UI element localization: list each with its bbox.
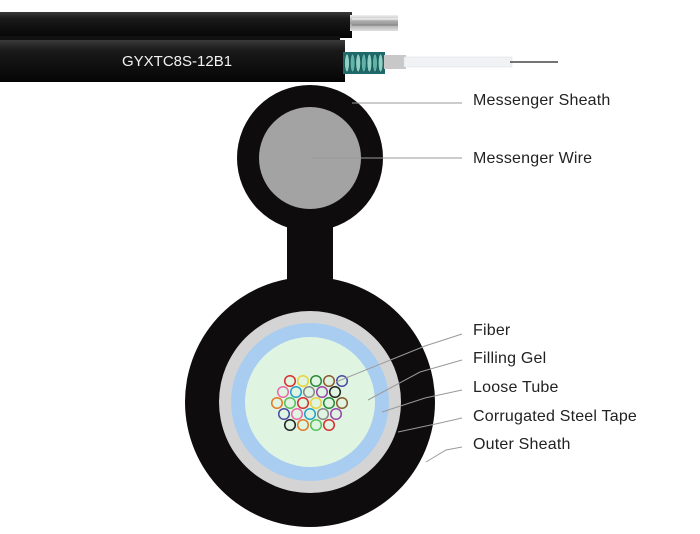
main-jacket-strip	[0, 40, 345, 82]
leader-fiber	[335, 333, 463, 383]
tape-ridge	[344, 53, 350, 73]
fiber-ring	[335, 374, 349, 388]
label-filling-gel: Filling Gel	[473, 350, 547, 367]
fiber-ring	[309, 418, 323, 432]
fiber-ring	[296, 396, 310, 410]
fiber-ring	[289, 385, 303, 399]
fiber-ring	[309, 396, 323, 410]
fiber-ring	[290, 407, 304, 421]
tape-ridge	[361, 53, 367, 73]
label-loose-tube: Loose Tube	[473, 379, 559, 396]
fiber-ring	[283, 374, 297, 388]
leader-lines	[312, 102, 463, 463]
label-corrugated-steel-tape: Corrugated Steel Tape	[473, 408, 638, 425]
fiber-ring	[322, 396, 336, 410]
label-messenger-wire: Messenger Wire	[473, 150, 593, 167]
fiber-ring	[302, 385, 316, 399]
cross-section	[185, 85, 435, 527]
fiber-ring	[296, 374, 310, 388]
fiber-ring	[329, 407, 343, 421]
leader-steel-tape	[397, 417, 463, 433]
fiber-ring	[309, 374, 323, 388]
leader-filling-gel	[367, 359, 463, 401]
messenger-wire-shape	[259, 107, 361, 209]
fiber-ring	[277, 407, 291, 421]
cable-photo: GYXTC8S-12B1	[0, 12, 558, 82]
fiber-ring	[322, 374, 336, 388]
fiber-ring	[303, 407, 317, 421]
label-fiber: Fiber	[473, 322, 511, 339]
web-strip	[0, 36, 340, 42]
label-messenger-sheath: Messenger Sheath	[473, 92, 611, 109]
fiber-ring	[328, 385, 342, 399]
tape-ridge	[355, 53, 361, 73]
leader-loose-tube	[381, 389, 463, 413]
filling-gel-shape	[245, 337, 375, 467]
label-outer-sheath: Outer Sheath	[473, 436, 571, 453]
loose-tube-strip	[384, 55, 406, 69]
fiber-ring	[335, 396, 349, 410]
fiber-ring	[270, 396, 284, 410]
fiber-ring	[315, 385, 329, 399]
tape-ridge	[349, 53, 356, 73]
cable-model-text: GYXTC8S-12B1	[122, 53, 232, 70]
tape-ridge	[377, 53, 384, 73]
leader-outer-sheath	[425, 446, 463, 463]
fiber-ring	[296, 418, 310, 432]
fiber-ring	[316, 407, 330, 421]
fiber-bundle	[270, 374, 349, 432]
fiber-ring	[322, 418, 336, 432]
messenger-jacket-strip	[0, 12, 352, 38]
tape-ridge	[366, 53, 373, 73]
fiber-ring	[276, 385, 290, 399]
fiber-ring	[283, 418, 297, 432]
fiber-ring	[283, 396, 297, 410]
messenger-strands	[350, 15, 398, 31]
tape-ridge	[372, 53, 378, 73]
